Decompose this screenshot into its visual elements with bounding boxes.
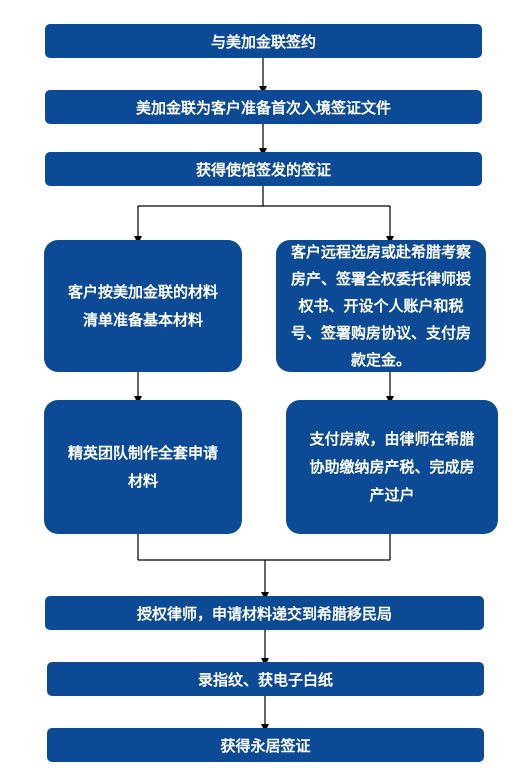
step-prepare-materials: 客户按美加金联的材料清单准备基本材料 — [44, 240, 242, 372]
step-label: 支付房款，由律师在希腊协助缴纳房产税、完成房产过户 — [309, 430, 475, 504]
step-get-visa: 获得使馆签发的签证 — [45, 152, 482, 186]
step-property-purchase: 客户远程选房或赴希腊考察房产、签署全权委托律师授权书、开设个人账户和税号、签署购… — [276, 240, 486, 372]
step-label: 授权律师，申请材料递交到希腊移民局 — [136, 604, 392, 623]
step-residence-permit: 获得永居签证 — [47, 728, 484, 762]
step-fingerprint: 录指纹、获电子白纸 — [47, 662, 484, 696]
step-label: 获得使馆签发的签证 — [195, 160, 331, 179]
step-label: 精英团队制作全套申请材料 — [67, 444, 218, 490]
step-label: 客户按美加金联的材料清单准备基本材料 — [67, 283, 218, 329]
step-label: 获得永居签证 — [220, 736, 311, 755]
step-submit-application: 授权律师，申请材料递交到希腊移民局 — [45, 596, 484, 630]
step-label: 客户远程选房或赴希腊考察房产、签署全权委托律师授权书、开设个人账户和税号、签署购… — [290, 242, 471, 369]
step-label: 录指纹、获电子白纸 — [197, 670, 333, 689]
step-sign-contract: 与美加金联签约 — [45, 24, 482, 58]
step-label: 美加金联为客户准备首次入境签证文件 — [135, 98, 391, 117]
step-pay-and-transfer: 支付房款，由律师在希腊协助缴纳房产税、完成房产过户 — [286, 400, 498, 534]
step-prepare-application: 精英团队制作全套申请材料 — [44, 400, 242, 534]
step-label: 与美加金联签约 — [210, 32, 316, 51]
step-prepare-visa-docs: 美加金联为客户准备首次入境签证文件 — [45, 90, 482, 124]
